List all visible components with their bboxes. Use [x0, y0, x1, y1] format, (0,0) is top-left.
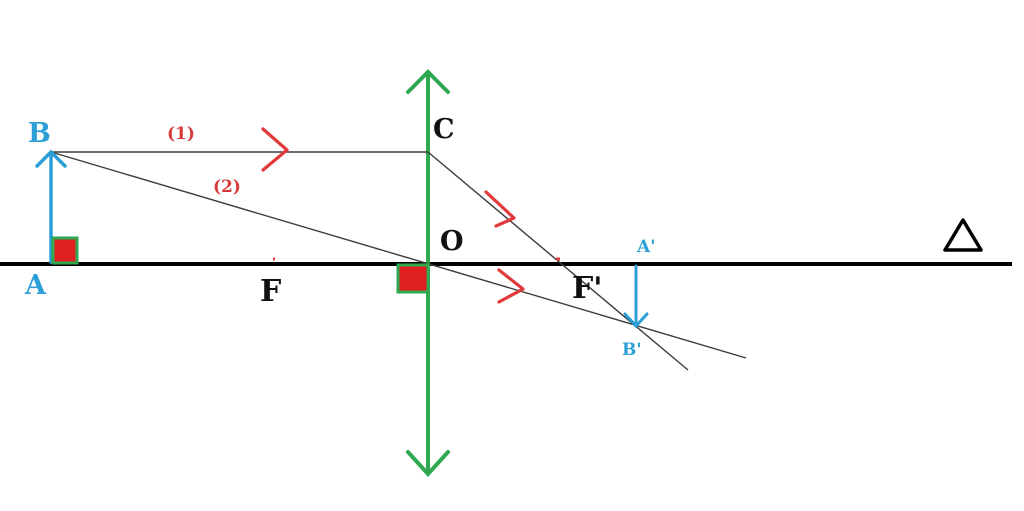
- ray-1-refracted-chevron-icon: [484, 190, 516, 228]
- image-arrowhead-icon: [623, 312, 649, 329]
- label-B-prime: B': [622, 340, 642, 360]
- ray-2-through-center: [50, 151, 747, 359]
- right-angle-marker-A: [51, 236, 79, 265]
- axis-delta-icon: [943, 218, 983, 252]
- label-A: A: [24, 270, 47, 301]
- ray-1-refracted: [427, 151, 689, 371]
- lens-bottom-arrow-icon: [406, 450, 450, 477]
- label-O: O: [440, 226, 464, 257]
- label-F: F: [260, 274, 281, 309]
- rays: [50, 151, 747, 371]
- lens-top-arrow-icon: [406, 69, 450, 94]
- label-B: B: [28, 118, 51, 149]
- label-ray-2: (2): [213, 177, 241, 197]
- image-arrow-A-prime-B-prime: [623, 264, 649, 329]
- label-F-prime: F': [572, 271, 602, 306]
- ray-1-direction-chevron-icon: [261, 127, 289, 172]
- object-arrowhead-icon: [35, 149, 67, 168]
- label-A-prime: A': [636, 237, 655, 257]
- label-ray-1: (1): [167, 124, 195, 144]
- ray-2-direction-chevron-icon: [497, 268, 525, 304]
- object-arrow-AB: [35, 149, 67, 264]
- right-angle-marker-O: [396, 263, 430, 294]
- label-C: C: [433, 114, 455, 145]
